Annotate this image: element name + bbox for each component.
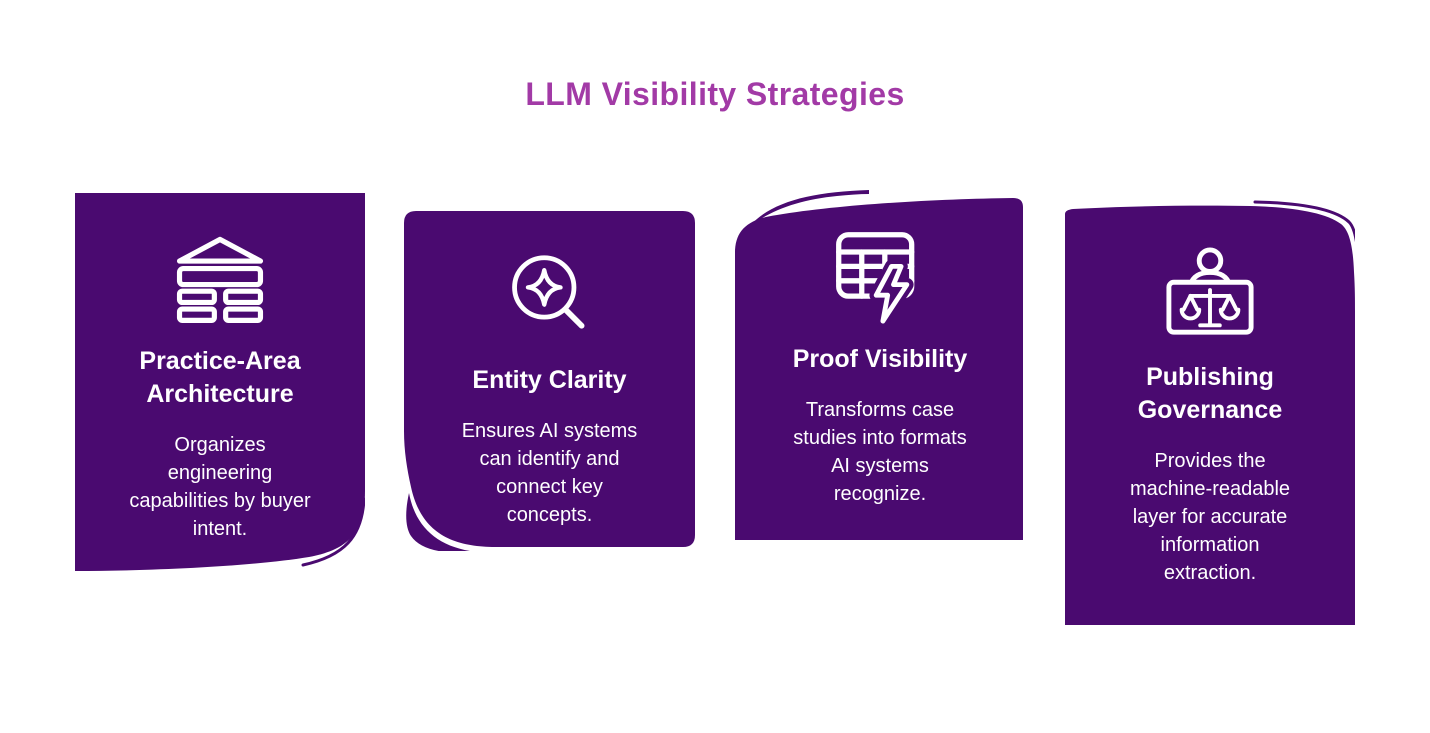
card-description: Organizes engineering capabilities by bu…	[129, 434, 311, 540]
page-title: LLM Visibility Strategies	[525, 76, 905, 112]
card-proof-visibility: Proof Visibility Transforms case studies…	[735, 185, 1025, 540]
card-title: Publishing Governance	[1137, 363, 1283, 424]
card-publishing-governance: Publishing Governance Provides the machi…	[1065, 200, 1355, 625]
card-title: Entity Clarity	[472, 366, 627, 394]
card-description: Ensures AI systems can identify and conn…	[461, 420, 638, 526]
card-entity-clarity: Entity Clarity Ensures AI systems can id…	[404, 211, 695, 551]
card-description: Transforms case studies into formats AI …	[793, 399, 967, 505]
sticky-note-shape-top-left-curl	[735, 190, 1023, 540]
sticky-note-shape-bottom-left-curl	[404, 211, 695, 551]
sticky-note-shape-bottom-right-curl	[75, 193, 365, 571]
sparkle-magnifier-icon	[504, 249, 596, 345]
card-title: Proof Visibility	[792, 345, 968, 373]
person-justice-scales-icon	[1163, 246, 1257, 342]
sticky-note-shape-top-right-curl	[1065, 200, 1355, 625]
card-description: Provides the machine-readable layer for …	[1129, 450, 1291, 584]
table-lightning-bolt-icon	[832, 228, 928, 328]
bank-architecture-icon	[170, 230, 270, 326]
card-title: Practice-Area Architecture	[139, 347, 301, 408]
card-practice-area-architecture: Practice-Area Architecture Organizes eng…	[75, 193, 365, 574]
